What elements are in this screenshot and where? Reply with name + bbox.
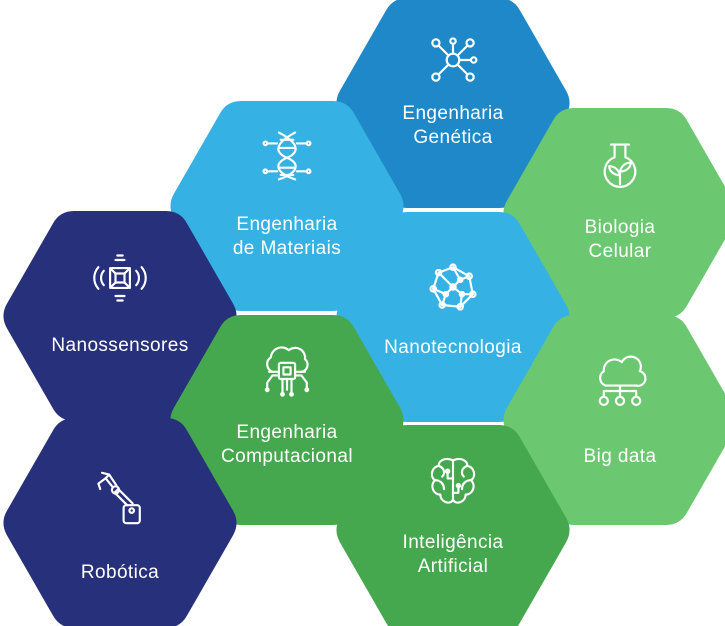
hexagon-label-line: Biologia (585, 217, 656, 238)
hexagon-robotica: Robótica (3, 418, 237, 626)
hexagon-shape (3, 418, 237, 626)
hexagon-label-line: Genética (413, 127, 492, 148)
hexagon-label-line: Nanotecnologia (384, 337, 522, 358)
hexagon-label: Big data (584, 446, 657, 467)
hexagon-label-line: de Materiais (233, 238, 341, 259)
hexagon-nanotecnologia: Nanotecnologia (336, 212, 570, 422)
hexagon-label-line: Celular (589, 241, 652, 262)
hexagon-shape (336, 212, 570, 422)
hexagon-label-line: Engenharia (236, 214, 337, 235)
hexagon-big-data: Big data (503, 315, 725, 525)
hexagon-shape (336, 425, 570, 626)
hexagon-label-line: Computacional (221, 446, 353, 467)
hexagon-label-line: Engenharia (402, 103, 503, 124)
hexagon-label: Robótica (81, 562, 159, 583)
hexagon-label-line: Engenharia (236, 422, 337, 443)
hexagon-shape (170, 315, 404, 525)
hexagon-label-line: Inteligência (403, 532, 504, 553)
hexagon-shape (503, 315, 725, 525)
hexagon-shape (336, 0, 570, 208)
hexagon-shape (170, 101, 404, 311)
hexagon-label-line: Big data (584, 446, 657, 467)
hexagon-label-line: Artificial (418, 556, 489, 577)
hexagon-shape (503, 108, 725, 318)
hexagon-nanossensores: Nanossensores (3, 211, 237, 421)
hexagon-engenharia-materiais: Engenharia de Materiais (170, 101, 404, 311)
hexagon-label-line: Robótica (81, 562, 159, 583)
hexagon-label: Engenharia de Materiais (233, 214, 341, 259)
hexagon-shape (3, 211, 237, 421)
hexagon-label: Nanotecnologia (384, 337, 522, 358)
hexagon-label-line: Nanossensores (51, 335, 188, 356)
hexagon-label: Nanossensores (51, 335, 188, 356)
